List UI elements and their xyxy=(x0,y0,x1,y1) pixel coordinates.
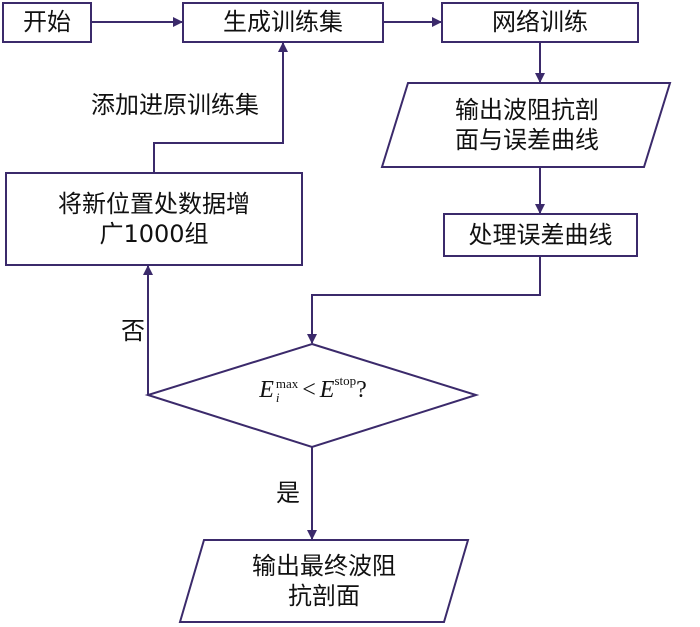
add-to-train-edge-label: 添加进原训练集 xyxy=(91,91,259,119)
process-error-box xyxy=(443,213,638,257)
output-profile-parallelogram xyxy=(380,82,672,168)
decision-lhs-sub: i xyxy=(275,390,280,406)
decision-rhs-symbol: E xyxy=(319,377,335,403)
decision-operator: < xyxy=(302,377,316,403)
output-profile-label: 输出波阻抗剖面与误差曲线 xyxy=(455,96,599,154)
final-output-parallelogram xyxy=(178,539,470,623)
final-output-label: 输出最终波阻抗剖面 xyxy=(252,552,396,610)
net-train-label: 网络训练 xyxy=(492,8,588,36)
arrow-process-to-decision xyxy=(307,256,541,344)
yes-edge-label: 是 xyxy=(276,479,300,507)
arrow-augment-to-gen xyxy=(153,42,288,173)
decision-rhs-sup: stop xyxy=(334,373,357,388)
decision-lhs-sup: max xyxy=(275,376,299,392)
start-box xyxy=(2,2,92,43)
gen-train-set-label: 生成训练集 xyxy=(223,8,343,36)
gen-train-set-box xyxy=(182,2,384,43)
no-edge-label: 否 xyxy=(121,317,145,345)
decision-lhs-symbol: E xyxy=(259,377,274,403)
augment-label: 将新位置处数据增广1000组 xyxy=(58,190,250,248)
start-label: 开始 xyxy=(23,8,71,36)
augment-box xyxy=(5,172,303,266)
process-error-label: 处理误差曲线 xyxy=(468,221,613,249)
decision-question-mark: ? xyxy=(356,377,367,403)
